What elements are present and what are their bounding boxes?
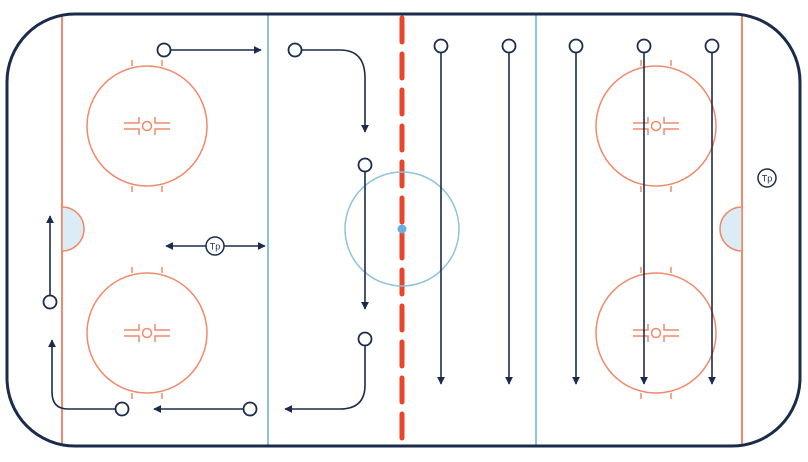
player-marker (357, 157, 373, 173)
player-marker (433, 38, 449, 54)
player-marker (636, 38, 652, 54)
player-marker (242, 401, 258, 417)
skate-path-curve-bottom (284, 346, 366, 413)
goal-crease-left (61, 206, 85, 252)
player-marker (287, 42, 303, 58)
player-marker (568, 38, 584, 54)
faceoff-circle-bottom-right (595, 267, 717, 399)
player-marker (704, 38, 720, 54)
coach-label-right: Tp (762, 174, 773, 184)
center-faceoff-dot (397, 224, 407, 234)
player-markers (42, 38, 720, 417)
skate-path-curve-bottom-left (48, 339, 115, 410)
goal-crease-right (719, 206, 743, 252)
player-marker (42, 294, 58, 310)
faceoff-circle-bottom-left (86, 267, 208, 399)
rink-boards (5, 12, 802, 448)
faceoff-circle-top-right (595, 60, 717, 192)
skate-path-curve-top (302, 49, 369, 133)
center-faceoff-circle (344, 171, 460, 287)
coach-marker-right: Tp (757, 168, 777, 188)
player-marker (114, 401, 130, 417)
player-marker (501, 38, 517, 54)
drill-paths (46, 46, 716, 413)
coach-label-left: Tp (210, 242, 221, 252)
faceoff-circle-top-left (86, 60, 208, 192)
player-marker (156, 42, 172, 58)
player-marker (357, 331, 373, 347)
coach-marker-left: Tp (205, 236, 225, 256)
